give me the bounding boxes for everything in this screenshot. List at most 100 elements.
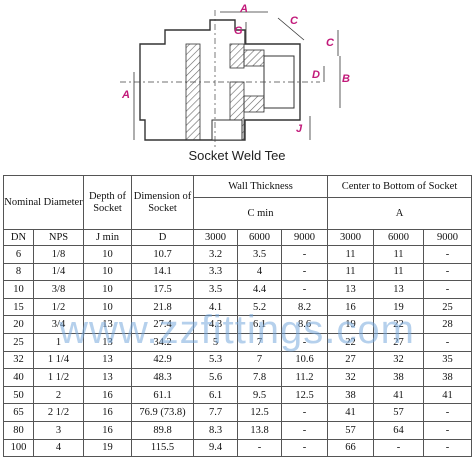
- table-cell: -: [422, 332, 473, 352]
- table-cell: 11: [327, 245, 374, 264]
- table-cell: 25: [3, 332, 34, 352]
- table-cell: 3.3: [193, 262, 238, 282]
- table-cell: 76.9 (73.8): [131, 403, 194, 422]
- table-cell: 13: [373, 280, 424, 299]
- table-cell: 4: [33, 438, 84, 458]
- table-cell: 19: [83, 438, 132, 458]
- table-cell: 8.6: [281, 315, 328, 334]
- table-cell: 32: [327, 368, 374, 387]
- table-cell: -: [422, 262, 473, 282]
- socket-weld-tee-drawing: A G C C D B A J: [120, 3, 350, 150]
- table-cell: 11: [373, 262, 424, 282]
- drawing-caption: Socket Weld Tee: [188, 148, 286, 163]
- table-cell: 7.8: [237, 368, 282, 387]
- table-cell: 10.6: [281, 350, 328, 370]
- table-cell: 27: [373, 332, 424, 352]
- table-cell: 4.4: [237, 280, 282, 299]
- table-cell: 5.6: [193, 368, 238, 387]
- table-cell: 20: [3, 315, 34, 334]
- header-nominal-diameter: Nominal Diameter: [3, 175, 84, 230]
- table-cell: 13: [83, 332, 132, 352]
- table-cell: 13: [83, 315, 132, 334]
- table-cell: -: [422, 403, 473, 422]
- table-cell: 10: [3, 280, 34, 299]
- table-cell: 10: [83, 262, 132, 282]
- table-cell: 41: [422, 385, 473, 405]
- column-header: D: [131, 229, 194, 246]
- table-cell: 38: [373, 368, 424, 387]
- table-cell: -: [422, 245, 473, 264]
- table-cell: 3/4: [33, 315, 84, 334]
- table-cell: 3.5: [237, 245, 282, 264]
- table-cell: 12.5: [281, 385, 328, 405]
- dim-label-c-diag: C: [290, 15, 299, 27]
- table-cell: 22: [373, 315, 424, 334]
- table-cell: 13: [83, 368, 132, 387]
- dim-label-a-left: A: [121, 89, 130, 101]
- table-cell: 5.3: [193, 350, 238, 370]
- column-header: 9000: [422, 229, 473, 246]
- table-cell: 19: [327, 315, 374, 334]
- header-wall-c-min: C min: [193, 197, 328, 230]
- table-cell: 4.3: [193, 315, 238, 334]
- table-cell: 6: [3, 245, 34, 264]
- table-cell: 57: [373, 403, 424, 422]
- table-cell: 21.8: [131, 297, 194, 317]
- table-cell: 8.2: [281, 297, 328, 317]
- table-cell: 50: [3, 385, 34, 405]
- table-cell: 38: [422, 368, 473, 387]
- dim-label-j: J: [296, 123, 303, 135]
- column-header: J min: [83, 229, 132, 246]
- table-cell: 2: [33, 385, 84, 405]
- table-cell: 100: [3, 438, 34, 458]
- table-cell: 8.3: [193, 420, 238, 440]
- table-cell: 10: [83, 280, 132, 299]
- column-header: 9000: [281, 229, 328, 246]
- table-cell: 9.4: [193, 438, 238, 458]
- table-cell: 17.5: [131, 280, 194, 299]
- table-cell: 3: [33, 420, 84, 440]
- table-cell: 1: [33, 332, 84, 352]
- table-cell: 1 1/4: [33, 350, 84, 370]
- table-cell: 41: [327, 403, 374, 422]
- table-cell: -: [281, 262, 328, 282]
- table-cell: 41: [373, 385, 424, 405]
- table-cell: -: [422, 420, 473, 440]
- table-cell: 48.3: [131, 368, 194, 387]
- table-cell: 8: [3, 262, 34, 282]
- dim-label-c-right: C: [326, 37, 335, 49]
- header-wall-thickness: Wall Thickness: [193, 175, 328, 198]
- table-cell: 13: [327, 280, 374, 299]
- table-cell: 80: [3, 420, 34, 440]
- table-cell: 115.5: [131, 438, 194, 458]
- table-cell: 5: [193, 332, 238, 352]
- tee-outline: [139, 19, 301, 141]
- column-header: DN: [3, 229, 34, 246]
- table-cell: 34.2: [131, 332, 194, 352]
- column-header: 3000: [327, 229, 374, 246]
- header-depth-of-socket: Depth of Socket: [83, 175, 132, 230]
- table-cell: 10: [83, 245, 132, 264]
- table-cell: -: [422, 280, 473, 299]
- table-cell: -: [281, 403, 328, 422]
- header-center-a: A: [326, 197, 473, 230]
- table-cell: 13: [83, 350, 132, 370]
- table-cell: 13.8: [237, 420, 282, 440]
- table-cell: 6.1: [237, 315, 282, 334]
- table-cell: 42.9: [131, 350, 194, 370]
- table-cell: 11: [327, 262, 374, 282]
- table-cell: -: [281, 420, 328, 440]
- table-cell: 19: [373, 297, 424, 317]
- table-cell: 32: [373, 350, 424, 370]
- table-cell: 7: [237, 332, 282, 352]
